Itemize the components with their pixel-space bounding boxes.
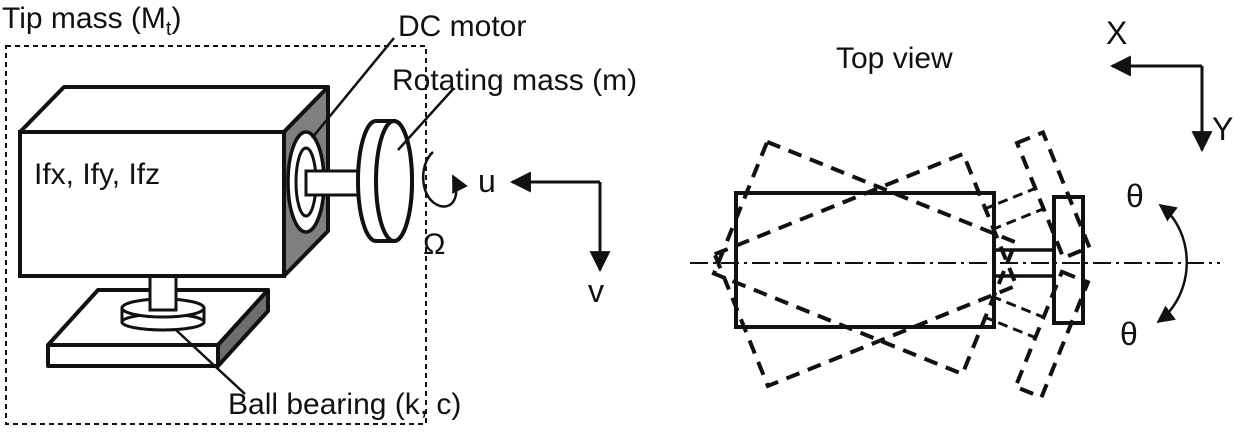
omega-label: Ω [423,228,445,261]
dc-motor-label: DC motor [398,10,526,43]
rotating-mass-label: Rotating mass (m) [392,64,637,97]
nominal-position [734,191,1085,329]
ball-bearing-label: Ball bearing (k, c) [228,388,461,421]
theta-bottom-label: θ [1120,316,1138,352]
tip-mass-boundary [5,45,427,425]
uv-axes [509,171,611,273]
tip-mass-label: Tip mass (Mt) [2,2,181,40]
v-label: v [588,273,604,309]
xy-axes [1109,55,1213,153]
theta-swing-arrow [1156,203,1188,324]
u-label: u [478,163,496,199]
rotating-mass-leader [397,87,455,151]
ball-bearing [120,297,206,332]
top-view-label: Top view [836,42,953,75]
x-axis-label: X [1106,15,1127,51]
dc-motor-leader [311,37,395,139]
rotating-mass-disc [356,119,414,243]
theta-top-label: θ [1126,178,1144,214]
omega-rotation-arrow [421,151,468,208]
inertia-label: Ifx, Ify, Ifz [34,158,160,191]
ball-bearing-leader [175,329,246,395]
y-axis-label: Y [1212,111,1233,147]
